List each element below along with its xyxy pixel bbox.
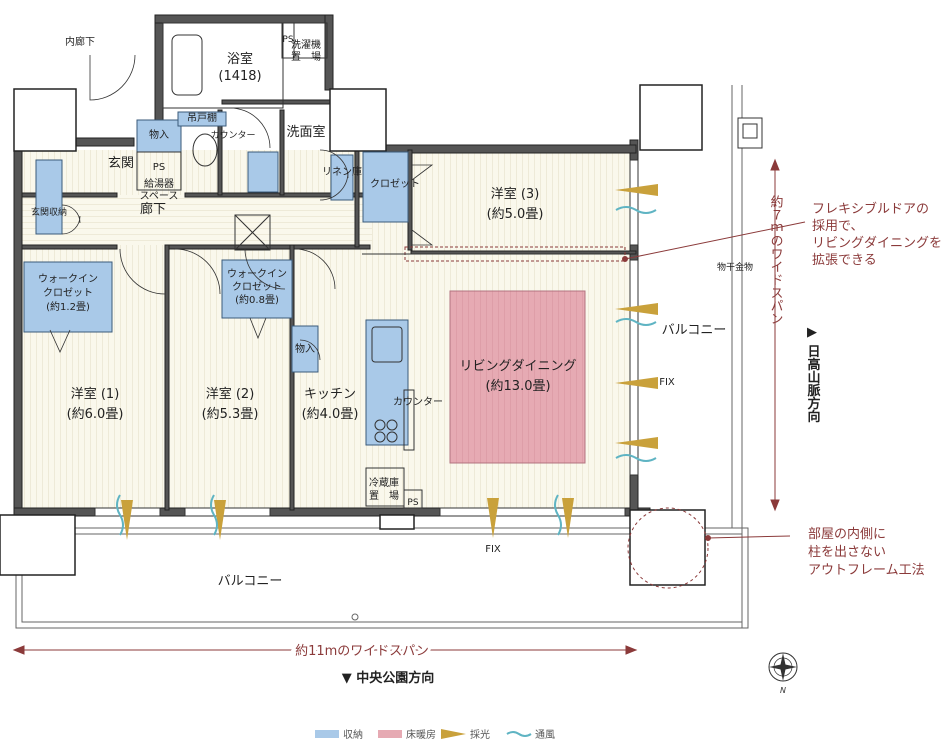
svg-text:N: N [780,686,786,695]
label-shoe-storage: 玄関収納 [31,206,67,218]
legend-daylight: 採光 [470,728,490,741]
bath-block [136,22,423,509]
label-western2: 洋室 (2) [206,386,255,402]
label-linen: リネン庫 [322,165,362,178]
daylight-markers [121,184,658,540]
legend-labels: 収納 床暖房 採光 通風 [343,728,555,741]
label-hanging-shelf: 吊戸棚 [187,111,217,124]
kitchen-counter [371,326,415,451]
label-ps-entrance: PS [153,162,165,173]
legend-ventilation: 通風 [535,729,555,741]
annotation-labels: フレキシブルドアの 採用で、 リビングダイニングを 拡張できる 部屋の内側に 柱… [292,195,942,662]
outframe-line-1: 部屋の内側に [808,526,886,542]
flex-door-line-3: リビングダイニングを [812,236,942,251]
label-water-heater-1: 給湯器 [144,177,174,190]
label-wic2-1: ウォークイン [227,268,287,280]
label-fix-side: FIX [659,377,675,388]
label-closet3: クロゼット [370,178,420,190]
label-living: リビングダイニング [459,359,576,374]
label-ps-kitchen: PS [407,498,418,508]
storage-areas [23,111,409,446]
label-western1-size: (約6.0畳) [67,407,124,422]
label-storage-entrance: 物入 [149,128,169,141]
label-storage-kitchen: 物入 [295,342,315,355]
label-western1: 洋室 (1) [71,386,120,402]
compass-icon: N [768,652,798,695]
columns [0,84,706,586]
outframe-line-3: アウトフレーム工法 [808,563,925,578]
door-swings [49,54,434,361]
label-washer-2: 置 場 [291,50,321,63]
label-counter: カウンター [393,396,443,408]
label-water-heater-2: スペース [140,191,179,202]
dimension-lines [12,158,806,655]
label-ps-bath: PS [282,35,293,45]
label-bath-size: (1418) [218,69,261,84]
label-wic1-2: クロゼット [43,287,93,299]
legend-floor-heating: 床暖房 [406,728,436,741]
flexible-door [362,246,626,262]
label-washroom: 洗面室 [286,124,325,140]
flex-door-line-2: 採用で、 [812,219,863,234]
label-bath: 浴室 [227,51,253,67]
label-western3-size: (約5.0畳) [487,207,544,222]
label-western2-size: (約5.3畳) [202,407,259,422]
direction-labels: ▶ 日高山脈方向 ▼ 中央公園方向 [342,325,820,686]
label-kitchen: キッチン [304,387,356,402]
label-fridge-1: 冷蔵庫 [369,476,399,489]
label-wic2-3: (約0.8畳) [235,293,279,306]
direction-bottom: ▼ 中央公園方向 [342,670,435,686]
label-inner-corridor: 内廊下 [65,35,95,48]
label-fix-bottom: FIX [485,544,501,555]
label-storage-shelf: 物干金物 [717,261,753,273]
label-washer-1: 洗濯機 [291,38,321,51]
legend [315,729,532,739]
flex-door-line-4: 拡張できる [812,253,877,268]
label-living-size: (約13.0畳) [485,379,550,394]
label-counter-wash: カウンター [210,130,255,141]
direction-right: ▶ 日高山脈方向 [805,325,821,424]
label-wic1-1: ウォークイン [38,273,98,285]
wide-span-horizontal: 約11mのワイドスパン [295,644,429,659]
label-balcony-bottom: バルコニー [218,574,283,589]
label-fridge-2: 置 場 [369,489,399,502]
outframe-line-2: 柱を出さない [808,545,886,560]
legend-storage: 収納 [343,728,363,741]
label-balcony-side: バルコニー [662,323,727,338]
label-entrance: 玄関 [108,156,134,171]
label-wic2-2: クロゼット [232,281,282,293]
label-hallway: 廊下 [140,201,166,217]
wide-span-vertical: 約７ｍのワイドスパン [768,195,784,325]
flex-door-line-1: フレキシブルドアの [812,201,929,217]
ventilation-markers [116,206,657,536]
hanger-hardware [737,117,763,149]
stove-icon [374,419,398,443]
balcony-outline [15,85,749,629]
label-wic1-3: (約1.2畳) [46,300,90,313]
room-labels: 浴室 (1418) 洗濯機 置 場 PS 洗面室 吊戸棚 カウンター リネン庫 … [31,35,753,589]
floor-heating-area [449,290,586,464]
label-kitchen-size: (約4.0畳) [302,407,359,422]
label-western3: 洋室 (3) [491,186,540,202]
